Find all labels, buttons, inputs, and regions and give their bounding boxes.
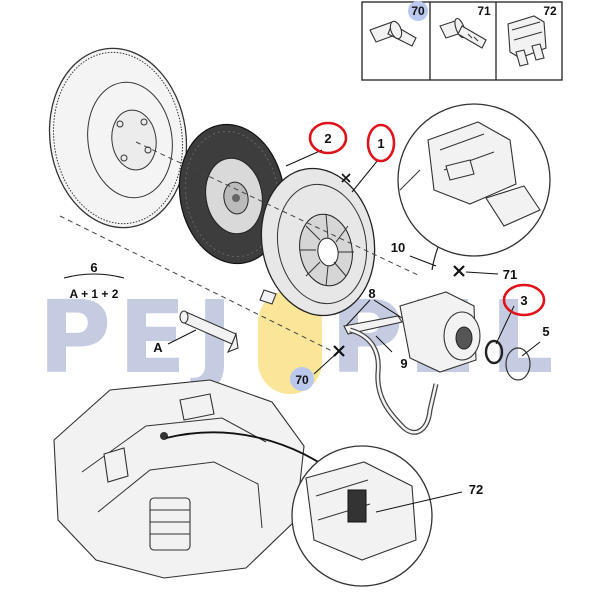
callout-label-72: 72 <box>469 482 483 497</box>
callout-label-71: 71 <box>503 267 517 282</box>
callout-label-8: 8 <box>368 286 375 301</box>
callout-1: 1 <box>366 123 396 163</box>
watermark: P E J P E L <box>38 279 554 396</box>
fastener-marker-1-bolt <box>341 173 351 183</box>
pressure-plate <box>259 167 376 317</box>
assembly-axis <box>135 141 421 277</box>
callout-label-10: 10 <box>391 240 405 255</box>
highlight-ring-2 <box>308 121 348 155</box>
gearbox <box>53 379 351 579</box>
callout-label-9: 9 <box>400 356 407 371</box>
legend-label-70: 70 <box>411 4 425 18</box>
callout-label-1: 1 <box>377 136 384 151</box>
callout-label-2: 2 <box>324 131 331 146</box>
callout-label-3: 3 <box>520 293 527 308</box>
slave-cylinder <box>343 291 531 381</box>
legend-item-72: 72 <box>507 4 557 67</box>
callout-label-70: 70 <box>295 373 309 387</box>
callout-label-6: 6 <box>90 260 97 275</box>
badge-70-bg <box>408 1 428 21</box>
highlight-ring-3 <box>502 283 546 317</box>
callout-label-5: 5 <box>542 324 549 339</box>
detail-circle-top <box>397 103 551 257</box>
callout-label-a: A <box>153 340 163 355</box>
flywheel <box>48 47 188 229</box>
badge-70-callout-bg <box>290 367 314 391</box>
o-ring <box>505 347 531 381</box>
clip-icon <box>507 15 547 67</box>
fastener-marker-71 <box>453 265 465 277</box>
watermark-letter-e: E <box>118 279 186 396</box>
callout-label-6-formula: A + 1 + 2 <box>70 287 119 301</box>
callout-3: 3 <box>502 283 546 317</box>
callout-2: 2 <box>308 121 348 155</box>
callout-70: 70 <box>290 367 314 391</box>
seal-ring <box>484 339 504 365</box>
flange-bolt-icon <box>439 17 487 49</box>
legend-item-70: 70 <box>369 1 428 47</box>
bolt-icon <box>369 20 417 47</box>
highlight-ring-1 <box>366 123 396 163</box>
legend-label-72: 72 <box>543 4 557 18</box>
bolt-axis <box>59 215 335 353</box>
detail-circle-bottom <box>291 445 433 587</box>
legend-label-71: 71 <box>477 4 491 18</box>
fastener-legend: 70 71 72 <box>361 1 563 81</box>
watermark-letter-p: P <box>38 279 111 396</box>
legend-item-71: 71 <box>439 4 491 49</box>
centering-tool <box>179 310 239 354</box>
